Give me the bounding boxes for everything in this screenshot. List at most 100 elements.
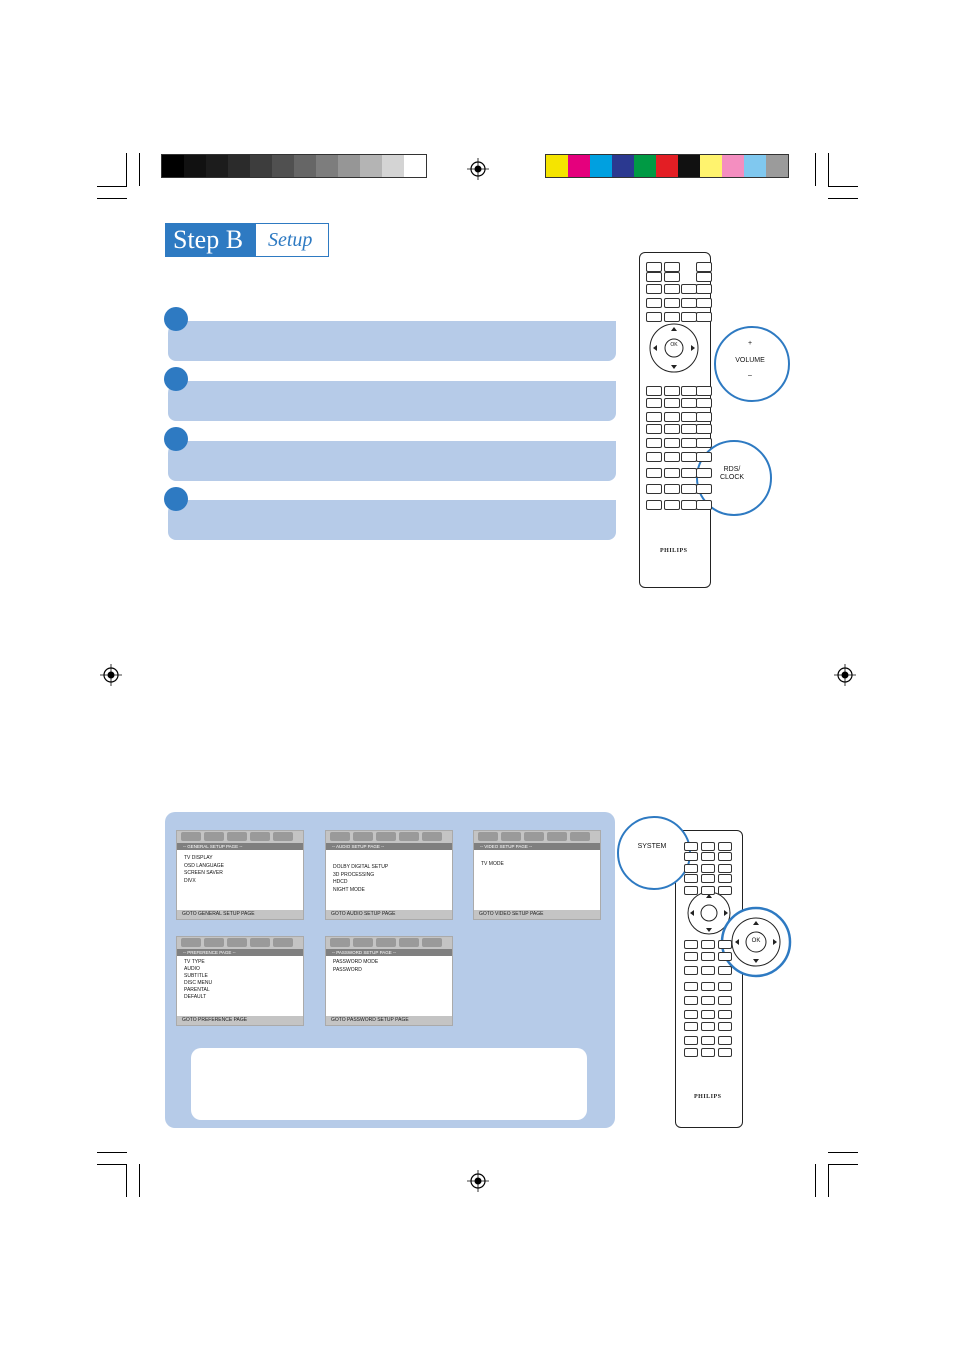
remote-button [664, 284, 680, 294]
color-swatch [744, 155, 766, 177]
remote-button [684, 940, 698, 949]
screen-title: -- PREFERENCE PAGE -- [177, 949, 303, 956]
remote-button [681, 386, 697, 396]
remote-button [684, 982, 698, 991]
color-swatch [294, 155, 316, 177]
remote-button [701, 940, 715, 949]
remote-button [696, 468, 712, 478]
step-bar [168, 500, 616, 540]
remote-button [718, 852, 732, 861]
volume-label: VOLUME [735, 357, 765, 364]
screen-title: -- GENERAL SETUP PAGE -- [177, 843, 303, 850]
remote-button [696, 262, 712, 272]
remote-button [646, 500, 662, 510]
color-swatch [612, 155, 634, 177]
remote-button [681, 398, 697, 408]
remote-button [701, 852, 715, 861]
volume-minus-label: – [748, 372, 752, 379]
registration-mark-icon [467, 1170, 489, 1192]
remote-button [718, 1036, 732, 1045]
remote-button [696, 452, 712, 462]
remote-button [701, 1022, 715, 1031]
remote-button [696, 386, 712, 396]
system-callout [617, 816, 691, 890]
screen-items: TV MODE [481, 861, 504, 867]
remote-button [718, 966, 732, 975]
color-swatch [228, 155, 250, 177]
remote-button [718, 1022, 732, 1031]
remote-brand: PHILIPS [694, 1094, 722, 1100]
color-swatch [766, 155, 788, 177]
remote-button [681, 438, 697, 448]
remote-button [684, 966, 698, 975]
screen-footer: GOTO VIDEO SETUP PAGE [474, 910, 600, 919]
remote-button [646, 468, 662, 478]
step-bar [168, 321, 616, 361]
color-swatch [184, 155, 206, 177]
color-swatch [206, 155, 228, 177]
remote-button [684, 864, 698, 873]
remote-button [701, 874, 715, 883]
remote-button [664, 412, 680, 422]
remote-button [646, 262, 662, 272]
remote-button [681, 284, 697, 294]
screen-footer: GOTO GENERAL SETUP PAGE [177, 910, 303, 919]
remote-button [718, 940, 732, 949]
screen-footer: GOTO PASSWORD SETUP PAGE [326, 1016, 452, 1025]
remote-button [696, 500, 712, 510]
remote-button [718, 996, 732, 1005]
remote-button [701, 1010, 715, 1019]
remote-button [646, 298, 662, 308]
color-swatch [656, 155, 678, 177]
remote-button [696, 312, 712, 322]
remote-button [646, 284, 662, 294]
remote-button [681, 412, 697, 422]
screen-footer: GOTO AUDIO SETUP PAGE [326, 910, 452, 919]
remote-button [718, 842, 732, 851]
remote-button [664, 500, 680, 510]
screen-title: -- AUDIO SETUP PAGE -- [326, 843, 452, 850]
remote-button [664, 386, 680, 396]
registration-mark-icon [834, 664, 856, 686]
rds-clock-label-line1: RDS/ [723, 466, 741, 473]
color-swatch [338, 155, 360, 177]
color-swatch [162, 155, 184, 177]
remote-button [684, 886, 698, 895]
remote-button [684, 1048, 698, 1057]
color-swatch [590, 155, 612, 177]
color-swatch [722, 155, 744, 177]
remote-button [718, 982, 732, 991]
remote-button [718, 874, 732, 883]
ok-button-label: OK [751, 938, 761, 944]
remote-button [696, 438, 712, 448]
rds-clock-label-line2: CLOCK [719, 474, 745, 481]
color-swatch [250, 155, 272, 177]
color-swatch [678, 155, 700, 177]
remote-button [701, 886, 715, 895]
remote-button [701, 864, 715, 873]
remote-button [701, 842, 715, 851]
color-swatch [700, 155, 722, 177]
remote-button [646, 272, 662, 282]
remote-button [681, 452, 697, 462]
remote-button [696, 398, 712, 408]
step-label: Step B [165, 223, 255, 257]
remote-button [701, 1036, 715, 1045]
system-label: SYSTEM [637, 843, 667, 850]
remote-button [684, 842, 698, 851]
remote-button [681, 312, 697, 322]
remote-button [646, 386, 662, 396]
remote-button [684, 952, 698, 961]
color-swatch [272, 155, 294, 177]
remote-button [718, 1010, 732, 1019]
remote-button [646, 412, 662, 422]
volume-callout [714, 326, 790, 402]
remote-button [664, 298, 680, 308]
ok-callout-dpad [720, 906, 792, 978]
color-swatch [634, 155, 656, 177]
remote-button [681, 424, 697, 434]
